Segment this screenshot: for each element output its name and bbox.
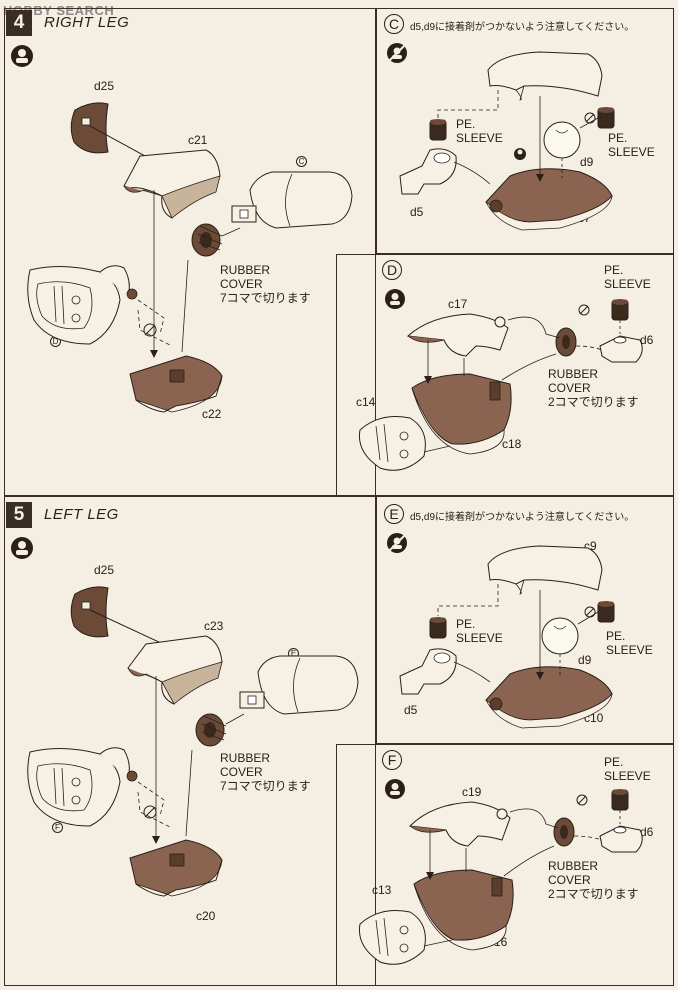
glue-icon — [11, 537, 33, 559]
part-d5: d5 — [410, 205, 424, 219]
panel-e-note: d5,d9に接着剤がつかないよう注意してください。 — [410, 512, 635, 523]
step5-frame — [4, 496, 376, 986]
part-d6: d6 — [640, 825, 654, 839]
step4-frame — [4, 8, 376, 496]
glue-icon — [11, 45, 33, 67]
panel-c-note: d5,d9に接着剤がつかないよう注意してください。 — [410, 22, 635, 33]
pe-sleeve-right-1: PE. — [608, 131, 628, 145]
pe-sleeve-right-2: SLEEVE — [606, 643, 653, 657]
rubber-label-3: 2コマで切ります — [548, 887, 639, 901]
step5-title: LEFT LEG — [44, 506, 119, 523]
part-c21: c21 — [188, 133, 208, 147]
part-d9: d9 — [580, 155, 594, 169]
rubber-label-1: RUBBER — [220, 263, 271, 277]
panel-d-frame — [336, 254, 674, 496]
panel-e-frame — [376, 496, 674, 744]
rubber-label-3: 7コマで切ります — [220, 291, 311, 305]
rubber-label-2: COVER — [548, 381, 591, 395]
panel-e-letter: E — [384, 504, 404, 524]
rubber-label-1: RUBBER — [548, 859, 599, 873]
rubber-label-1: RUBBER — [220, 751, 271, 765]
part-c20: c20 — [196, 909, 216, 923]
panel-f-drawing — [358, 789, 643, 965]
rubber-label-2: COVER — [548, 873, 591, 887]
panel-f-frame — [336, 744, 674, 986]
step4-title: RIGHT LEG — [44, 14, 130, 31]
part-d5: d5 — [404, 703, 418, 717]
panel-d-drawing — [358, 299, 643, 471]
glue-icon — [385, 779, 405, 799]
ref-f: F — [52, 822, 63, 833]
part-c19: c19 — [462, 785, 482, 799]
pe-sleeve-2: SLEEVE — [604, 769, 651, 783]
pe-sleeve-right-1: PE. — [606, 629, 626, 643]
part-d25: d25 — [94, 79, 115, 93]
part-c23: c23 — [204, 619, 224, 633]
step5-number: 5 — [6, 502, 32, 528]
part-d6: d6 — [640, 333, 654, 347]
glue-icon — [385, 289, 405, 309]
pe-sleeve-left-2: SLEEVE — [456, 131, 503, 145]
part-c22: c22 — [202, 407, 222, 421]
panel-e-drawing — [399, 545, 615, 729]
step4-number: 4 — [6, 10, 32, 36]
no-glue-icon — [387, 43, 407, 63]
part-c14: c14 — [356, 395, 376, 409]
rubber-label-1: RUBBER — [548, 367, 599, 381]
rubber-label-3: 7コマで切ります — [220, 779, 311, 793]
pe-sleeve-left-1: PE. — [456, 117, 476, 131]
no-glue-icon — [387, 533, 407, 553]
panel-d-letter: D — [382, 260, 402, 280]
pe-sleeve-1: PE. — [604, 263, 624, 277]
rubber-label-2: COVER — [220, 765, 263, 779]
pe-sleeve-1: PE. — [604, 755, 624, 769]
part-c18: c18 — [502, 437, 522, 451]
rubber-label-2: COVER — [220, 277, 263, 291]
part-c13: c13 — [372, 883, 392, 897]
panel-c-letter: C — [384, 14, 404, 34]
pe-sleeve-left-1: PE. — [456, 617, 476, 631]
panel-c-frame — [376, 8, 674, 254]
panel-f-letter: F — [382, 750, 402, 770]
ref-c: C — [296, 156, 307, 167]
step4-drawing — [27, 102, 353, 413]
part-c17: c17 — [448, 297, 468, 311]
pe-sleeve-left-2: SLEEVE — [456, 631, 503, 645]
rubber-label-3: 2コマで切ります — [548, 395, 639, 409]
pe-sleeve-right-2: SLEEVE — [608, 145, 655, 159]
step5-drawing — [27, 586, 359, 897]
part-d9: d9 — [578, 653, 592, 667]
panel-c-drawing — [399, 51, 615, 231]
pe-sleeve-2: SLEEVE — [604, 277, 651, 291]
part-d25: d25 — [94, 563, 115, 577]
